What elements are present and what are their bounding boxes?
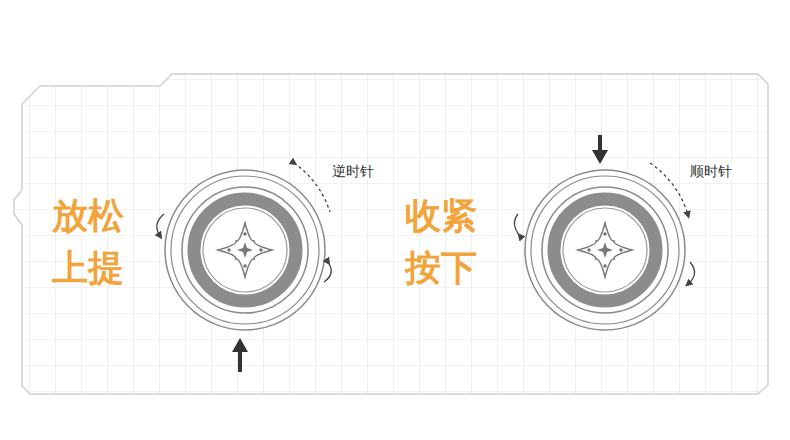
rotation-label: 逆时针 bbox=[330, 163, 376, 179]
action-word: 上提 bbox=[52, 250, 124, 286]
action-word: 收紧 bbox=[405, 198, 477, 234]
rotation-label: 顺时针 bbox=[688, 163, 734, 179]
action-word: 放松 bbox=[52, 198, 124, 234]
action-word: 按下 bbox=[405, 250, 477, 286]
